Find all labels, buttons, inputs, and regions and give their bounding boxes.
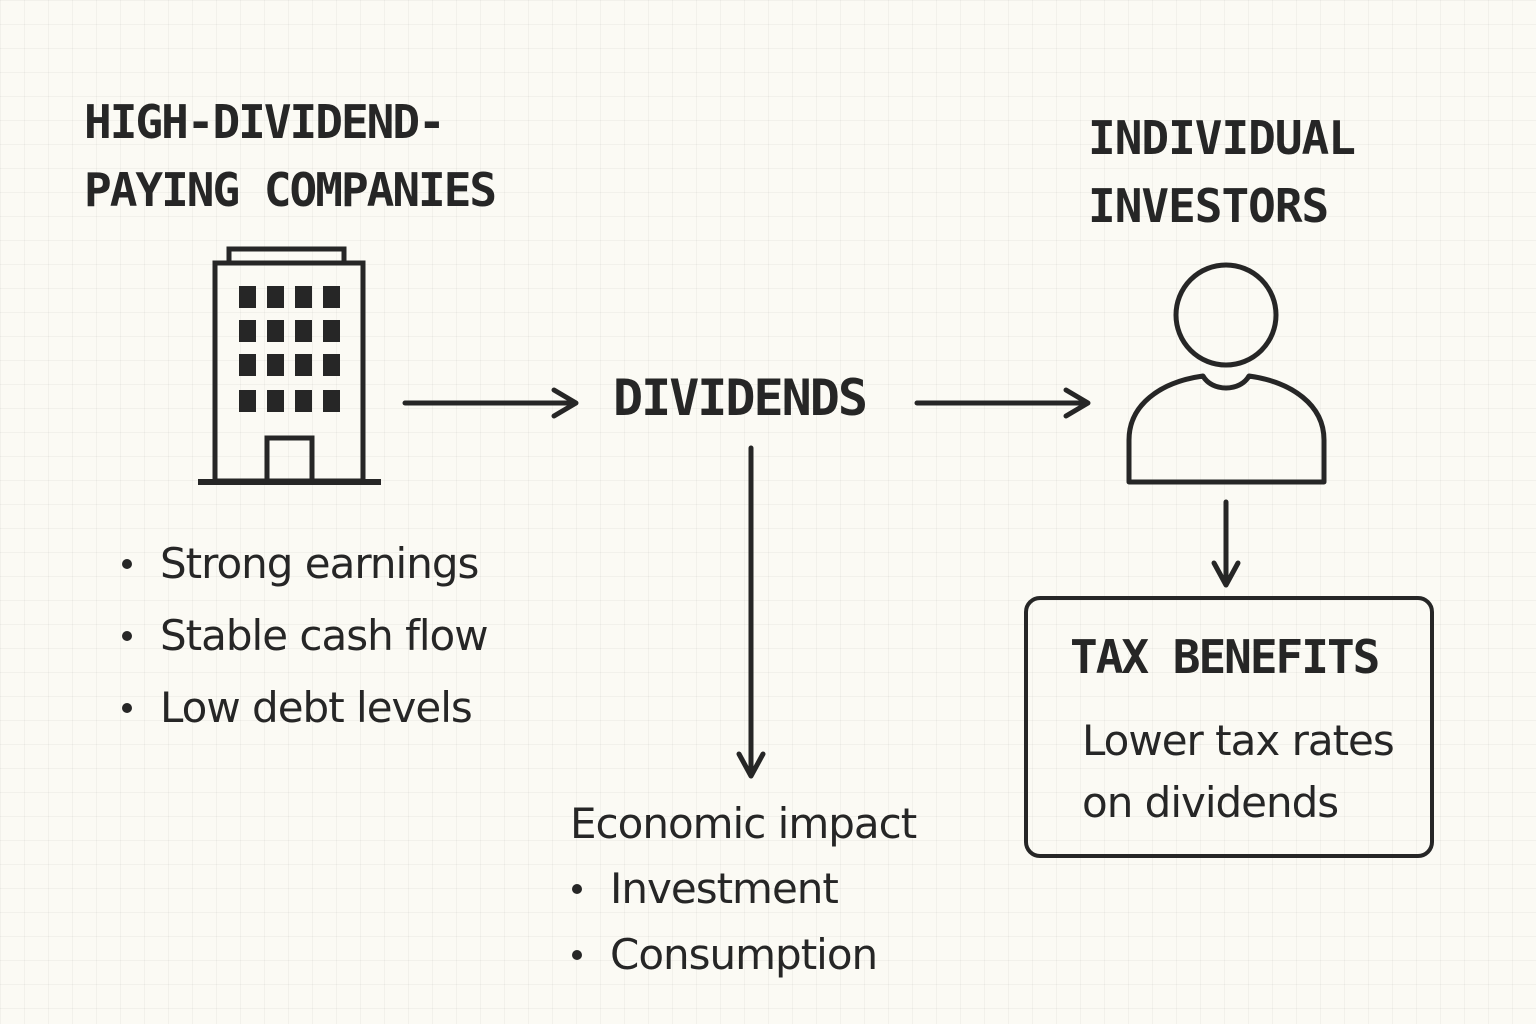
office-building-icon [198,246,381,485]
arrow-dividends-to-impact [736,445,766,779]
investors-title: INDIVIDUAL INVESTORS [1088,104,1356,240]
person-icon [1126,262,1327,485]
arrow-investors-to-tax [1211,499,1241,588]
dividends-label: DIVIDENDS [613,369,868,427]
list-item: Consumption [570,922,916,988]
list-item: Low debt levels [120,672,488,744]
company-traits-list: Strong earnings Stable cash flow Low deb… [120,528,489,744]
tax-benefits-title: TAX BENEFITS [1070,630,1380,684]
companies-title-line-1: HIGH-DIVIDEND- [84,95,446,149]
list-item: Strong earnings [120,528,488,600]
companies-title: HIGH-DIVIDEND- PAYING COMPANIES [84,88,497,224]
tax-benefits-box [1024,596,1434,858]
tax-benefits-description: Lower tax rates on dividends [1082,716,1395,827]
arrow-dividends-to-investors [914,387,1091,419]
economic-impact-block: Economic impact Investment Consumption [570,792,917,988]
investors-title-line-2: INVESTORS [1088,179,1329,233]
list-item: Investment [570,856,916,922]
companies-title-line-2: PAYING COMPANIES [84,163,497,217]
list-item: Stable cash flow [120,600,489,672]
economic-impact-list: Investment Consumption [570,856,916,988]
economic-impact-title: Economic impact [570,799,917,848]
investors-title-line-1: INDIVIDUAL [1088,111,1356,165]
arrow-companies-to-dividends [402,387,579,419]
